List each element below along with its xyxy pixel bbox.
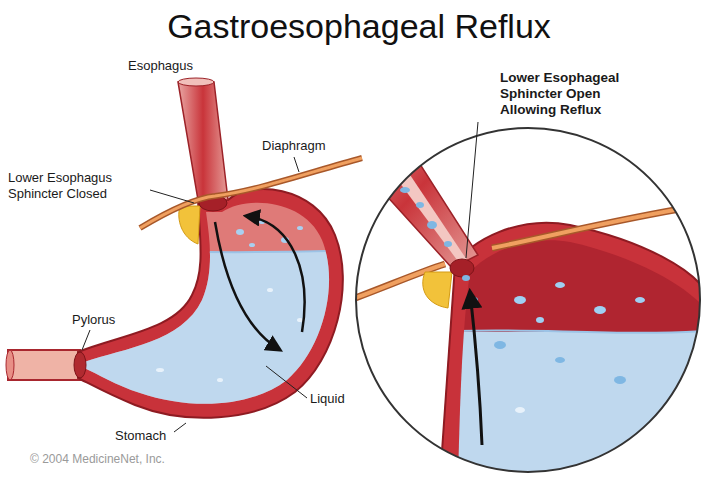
part-label: Liquid	[310, 391, 345, 407]
title: Gastroesophageal Reflux	[0, 6, 718, 47]
part-label: Lower Esophageal Sphincter Open Allowing…	[500, 70, 650, 119]
part-label: Pylorus	[72, 312, 115, 328]
leader-lines	[82, 122, 478, 432]
inset-circle	[356, 128, 700, 472]
part-label: Esophagus	[128, 58, 193, 74]
part-label: Lower Esophagus Sphincter Closed	[8, 170, 148, 201]
watermark: © 2004 MedicineNet, Inc.	[30, 452, 165, 466]
part-label: Diaphragm	[262, 138, 326, 154]
inset-illustration	[345, 125, 718, 485]
stomach-illustration	[6, 78, 362, 452]
part-label: Stomach	[115, 428, 166, 444]
